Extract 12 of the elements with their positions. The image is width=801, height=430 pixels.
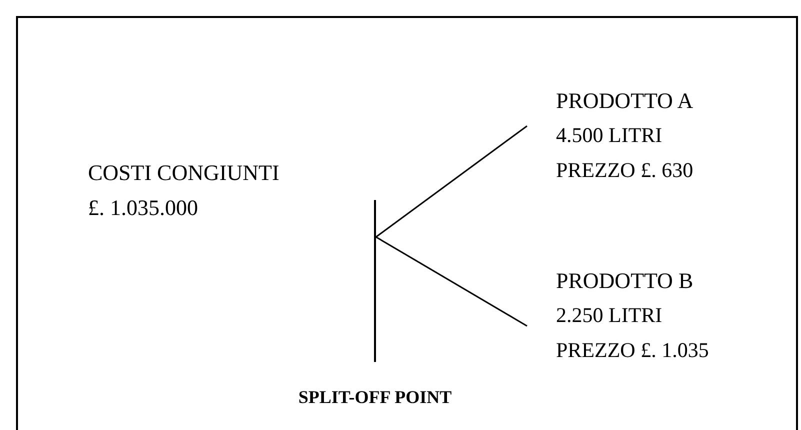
- value-text: £. 1.035.000: [88, 194, 198, 222]
- branch-line: [376, 125, 528, 238]
- caption-text: SPLIT-OFF POINT: [298, 387, 452, 408]
- value-text: 4.500 LITRI: [556, 122, 662, 149]
- value-text: 2.250 LITRI: [556, 302, 662, 329]
- heading-text: PRODOTTO A: [556, 87, 694, 115]
- heading-text: PRODOTTO B: [556, 267, 694, 295]
- branch-line: [376, 236, 528, 327]
- value-text: PREZZO £. 1.035: [556, 337, 709, 364]
- split-off-line: [374, 200, 376, 362]
- heading-text: COSTI CONGIUNTI: [88, 159, 280, 187]
- value-text: PREZZO £. 630: [556, 157, 694, 184]
